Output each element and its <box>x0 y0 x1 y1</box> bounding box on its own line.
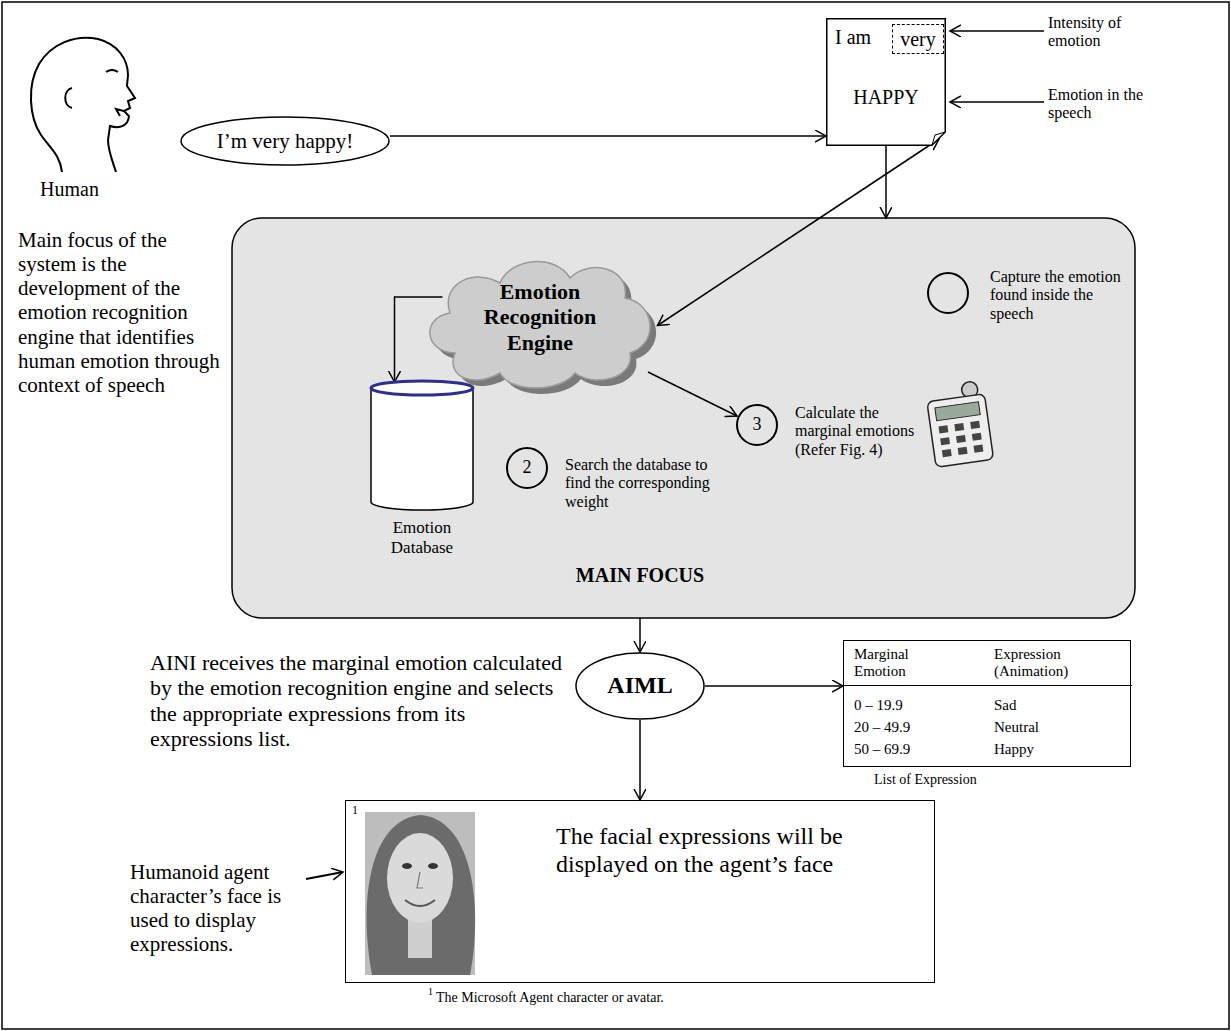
node-text: MAIN FOCUS <box>540 564 740 587</box>
node-text: Emotion Recognition Engine <box>465 279 615 355</box>
main-focus-shape <box>232 218 1135 618</box>
flow-arrow <box>390 135 826 137</box>
node-text: 1 <box>352 804 358 818</box>
speech-note: very I am HAPPY <box>826 18 946 146</box>
node-text: AIML <box>575 672 705 700</box>
aiml-ellipse: AIML <box>575 652 705 720</box>
node-text: 0 – 19.9 <box>854 697 974 714</box>
step-number: 2 <box>517 457 537 478</box>
node-text: Happy <box>994 741 1114 758</box>
annotation: Emotion in the speech <box>1048 86 1173 123</box>
footnote: The Microsoft Agent character or avatar. <box>436 990 664 1006</box>
node-text: HAPPY <box>826 86 946 109</box>
node-text: I am <box>835 26 871 49</box>
side-note: Main focus of the system is the developm… <box>18 228 226 397</box>
side-note: AINI receives the marginal emotion calcu… <box>150 650 568 751</box>
side-note: Humanoid agent character’s face is used … <box>130 860 300 957</box>
speech-bubble: I’m very happy! <box>180 116 390 166</box>
flow-arrow <box>639 720 641 800</box>
intensity-box: very <box>892 24 944 54</box>
expression-table: Marginal Emotion Expression (Animation) 0 … <box>843 640 1131 767</box>
step-description: Calculate the marginal emotions (Refer F… <box>795 404 920 459</box>
flow-arrow <box>639 618 641 652</box>
leader-lines <box>306 31 1044 879</box>
step-number: 3 <box>747 414 767 435</box>
node-text: List of Expression <box>874 772 977 788</box>
agent-face-box: 1The facial expressions will be displaye… <box>345 800 935 983</box>
step-circle <box>507 448 547 488</box>
step-description: Search the database to find the correspo… <box>565 456 715 511</box>
node-text: I’m very happy! <box>180 129 390 153</box>
node-text: 20 – 49.9 <box>854 719 974 736</box>
agent-face-picture <box>365 812 475 975</box>
flow-arrow <box>705 685 843 687</box>
emotion-database: Emotion Database <box>367 378 477 568</box>
node-text: very <box>895 28 941 51</box>
cylinder-outline <box>367 378 477 514</box>
human-head <box>31 38 135 172</box>
calculator-icon <box>925 380 994 467</box>
step-circle <box>928 273 968 313</box>
node-text: Neutral <box>994 719 1114 736</box>
actor-label: Human <box>40 178 99 201</box>
step-description: Capture the emotion found inside the spe… <box>990 268 1125 323</box>
node-text: Marginal Emotion <box>854 646 954 681</box>
node-text: Sad <box>994 697 1114 714</box>
annotation: Intensity of emotion <box>1048 14 1173 51</box>
node-text: 50 – 69.9 <box>854 741 974 758</box>
flow-arrow <box>658 139 940 326</box>
flow-arrow <box>885 146 887 218</box>
step-circle <box>737 405 777 445</box>
node-text: Expression (Animation) <box>994 646 1089 681</box>
recognition-engine-cloud: Emotion Recognition Engine <box>415 243 665 393</box>
footnote-mark: 1 <box>428 986 433 998</box>
node-text: Emotion Database <box>367 518 477 557</box>
node-text: The facial expressions will be displayed… <box>556 823 886 878</box>
